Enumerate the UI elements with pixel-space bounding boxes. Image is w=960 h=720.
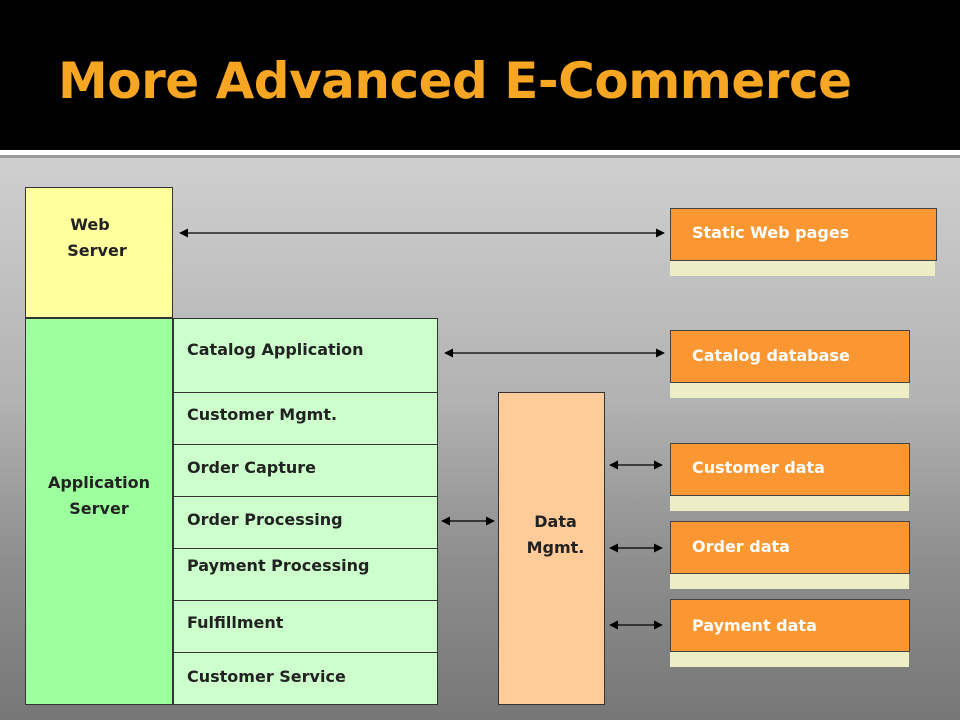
module-label: Order Capture (187, 458, 317, 477)
module-label: Order Processing (187, 510, 343, 529)
module-customer-mgmt: Customer Mgmt. (173, 392, 438, 445)
title-bar (0, 0, 960, 150)
store-label: Customer data (692, 458, 825, 477)
application-server-box: Application Server (25, 318, 173, 705)
store-face: Customer data (670, 443, 910, 496)
module-order-processing: Order Processing (173, 496, 438, 549)
data-mgmt-box: Data Mgmt. (498, 392, 605, 705)
store-shadow (670, 651, 909, 667)
module-label: Fulfillment (187, 613, 284, 632)
web-server-label-line2: Server (67, 241, 127, 260)
data-mgmt-label-line1: Data (534, 512, 577, 531)
store-shadow (670, 382, 909, 398)
store-label: Payment data (692, 616, 817, 635)
application-server-label-line1: Application (47, 473, 151, 492)
application-server-label-line2: Server (69, 499, 129, 518)
title-divider-shadow (0, 155, 960, 158)
store-order-data: Order data (670, 521, 910, 589)
web-server-label-line1: Web (70, 215, 110, 234)
store-shadow (670, 260, 935, 276)
store-face: Catalog database (670, 330, 910, 383)
module-label: Customer Service (187, 667, 346, 686)
store-payment-data: Payment data (670, 599, 910, 667)
module-customer-service: Customer Service (173, 652, 438, 705)
module-label: Payment Processing (187, 556, 370, 575)
module-label: Catalog Application (187, 340, 364, 359)
store-face: Order data (670, 521, 910, 574)
store-face: Static Web pages (670, 208, 937, 261)
store-customer-data: Customer data (670, 443, 910, 511)
module-label: Customer Mgmt. (187, 405, 338, 424)
title-divider (0, 150, 960, 155)
module-fulfillment: Fulfillment (173, 600, 438, 653)
store-static-web-pages: Static Web pages (670, 208, 937, 276)
store-shadow (670, 495, 909, 511)
store-face: Payment data (670, 599, 910, 652)
store-catalog-database: Catalog database (670, 330, 910, 398)
slide-title: More Advanced E-Commerce (58, 52, 852, 110)
store-shadow (670, 573, 909, 589)
module-payment-processing: Payment Processing (173, 548, 438, 601)
store-label: Static Web pages (692, 223, 850, 242)
web-server-box: Web Server (25, 187, 173, 318)
store-label: Order data (692, 537, 790, 556)
data-mgmt-label-line2: Mgmt. (526, 538, 585, 557)
store-label: Catalog database (692, 346, 850, 365)
module-catalog-application: Catalog Application (173, 318, 438, 393)
